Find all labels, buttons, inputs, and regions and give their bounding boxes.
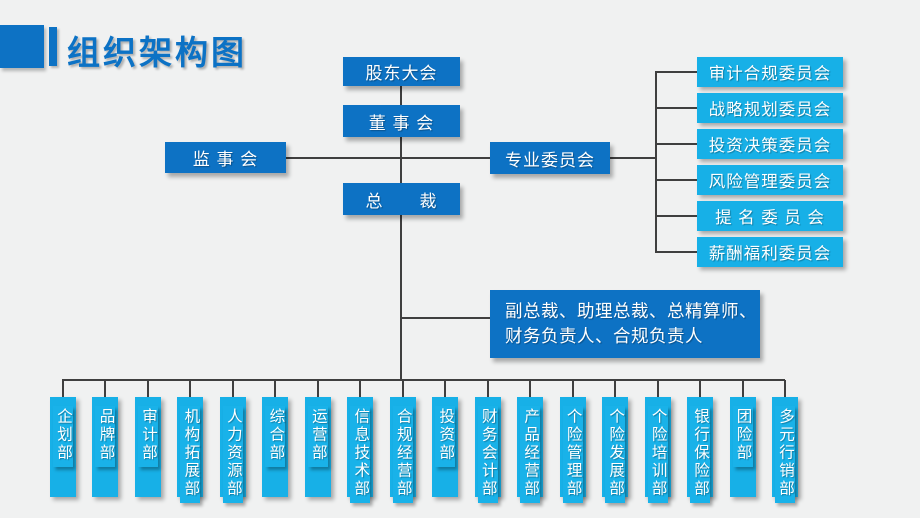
department-inner: 个险管理部 [562, 406, 583, 503]
node-label: 股东大会 [365, 64, 438, 83]
committee-label: 投资决策委员会 [708, 137, 832, 155]
department-label: 个险培训部 [649, 408, 667, 498]
department-inner: 综合部 [265, 406, 286, 467]
node-label: 董 事 会 [368, 113, 435, 133]
committee-label: 审计合规委员会 [708, 65, 832, 83]
connector-executives-branch [401, 317, 490, 319]
department-box: 多元行销部 [771, 380, 798, 503]
department-box: 企划部 [50, 380, 76, 497]
department-box: 综合部 [262, 380, 289, 497]
connector-committees-branch [610, 157, 655, 159]
committee-box: 投资决策委员会 [655, 129, 843, 159]
department-box: 财务会计部 [474, 380, 501, 503]
department-inner: 审计部 [137, 406, 158, 467]
department-label: 银行保险部 [692, 408, 710, 498]
department-box: 合规经营部 [389, 380, 416, 503]
department-inner: 运营部 [307, 406, 328, 467]
connector-president-departments [400, 215, 402, 380]
committee-group: 审计合规委员会 战略规划委员会 投资决策委员会 风险管理委员会 提 名 委 员 … [655, 57, 843, 267]
department-box: 运营部 [304, 380, 331, 497]
connector-board-president [400, 137, 402, 184]
department-box: 产品经营部 [517, 380, 544, 503]
department-box: 团险部 [729, 380, 756, 497]
department-inner: 合规经营部 [392, 406, 413, 503]
department-inner: 银行保险部 [690, 406, 711, 503]
node-supervisory-board: 监 事 会 [165, 142, 286, 173]
node-label: 监 事 会 [192, 150, 259, 169]
department-label: 个险发展部 [607, 408, 625, 498]
department-box: 审计部 [134, 380, 161, 497]
department-inner: 投资部 [435, 406, 456, 467]
node-board-of-directors: 董 事 会 [343, 105, 460, 137]
node-special-committees: 专业委员会 [490, 142, 610, 174]
department-box: 个险发展部 [602, 380, 629, 503]
title-accent-bar-icon [49, 27, 57, 66]
department-label: 企划部 [55, 408, 72, 462]
department-inner: 多元行销部 [774, 406, 795, 503]
committee-box: 战略规划委员会 [655, 93, 843, 123]
connector-shareholders-board [400, 86, 402, 106]
department-label: 合规经营部 [394, 408, 412, 498]
department-label: 产品经营部 [522, 408, 540, 498]
department-inner: 机构拓展部 [180, 406, 201, 503]
department-label: 个险管理部 [564, 408, 582, 498]
committee-label: 薪酬福利委员会 [708, 245, 832, 263]
executives-line2: 财务负责人、合规负责人 [505, 326, 703, 346]
committee-box: 薪酬福利委员会 [655, 237, 843, 267]
page-title: 组织架构图 [67, 34, 247, 71]
department-inner: 个险培训部 [647, 406, 668, 503]
department-box: 人力资源部 [219, 380, 246, 503]
committee-label: 提 名 委 员 会 [715, 209, 825, 227]
department-inner: 品牌部 [95, 406, 116, 467]
department-box: 银行保险部 [687, 380, 714, 503]
node-label: 专业委员会 [505, 150, 595, 170]
committee-box: 审计合规委员会 [655, 57, 843, 87]
executives-line1: 副总裁、助理总裁、总精算师、 [505, 301, 757, 321]
department-box: 个险培训部 [644, 380, 671, 503]
department-label: 团险部 [734, 408, 752, 462]
department-label: 综合部 [267, 408, 285, 462]
department-box: 信息技术部 [347, 380, 374, 503]
department-inner: 信息技术部 [350, 406, 371, 503]
department-inner: 团险部 [732, 406, 753, 467]
department-inner: 企划部 [53, 406, 73, 467]
department-label: 多元行销部 [776, 408, 794, 498]
node-president: 总 裁 [343, 183, 460, 215]
department-label: 运营部 [309, 408, 327, 462]
committee-label: 风险管理委员会 [708, 173, 832, 191]
department-label: 机构拓展部 [182, 408, 200, 498]
committee-box: 提 名 委 员 会 [655, 201, 843, 231]
department-row: 企划部 品牌部 审计部 机构拓展部 人力资源部 综合部 运营部 信息技术部 合规… [50, 380, 798, 503]
department-label: 财务会计部 [479, 408, 497, 498]
connector-supervisory-committees [286, 157, 490, 159]
department-label: 审计部 [139, 408, 157, 462]
department-box: 机构拓展部 [177, 380, 204, 503]
department-inner: 人力资源部 [222, 406, 243, 503]
department-label: 投资部 [437, 408, 455, 462]
node-label: 总 裁 [365, 191, 438, 211]
department-label: 品牌部 [97, 408, 115, 462]
committee-box: 风险管理委员会 [655, 165, 843, 195]
title-accent-square-icon [0, 25, 44, 68]
node-executives: 副总裁、助理总裁、总精算师、 财务负责人、合规负责人 [490, 290, 760, 358]
department-box: 投资部 [432, 380, 459, 497]
department-label: 人力资源部 [224, 408, 242, 498]
connector-department-rail [62, 379, 785, 381]
committee-spine-line [655, 72, 657, 252]
department-inner: 产品经营部 [520, 406, 541, 503]
department-box: 个险管理部 [559, 380, 586, 503]
department-label: 信息技术部 [352, 408, 370, 498]
node-shareholders-meeting: 股东大会 [343, 57, 460, 86]
committee-label: 战略规划委员会 [708, 101, 832, 119]
department-inner: 财务会计部 [477, 406, 498, 503]
department-inner: 个险发展部 [605, 406, 626, 503]
department-box: 品牌部 [92, 380, 119, 497]
